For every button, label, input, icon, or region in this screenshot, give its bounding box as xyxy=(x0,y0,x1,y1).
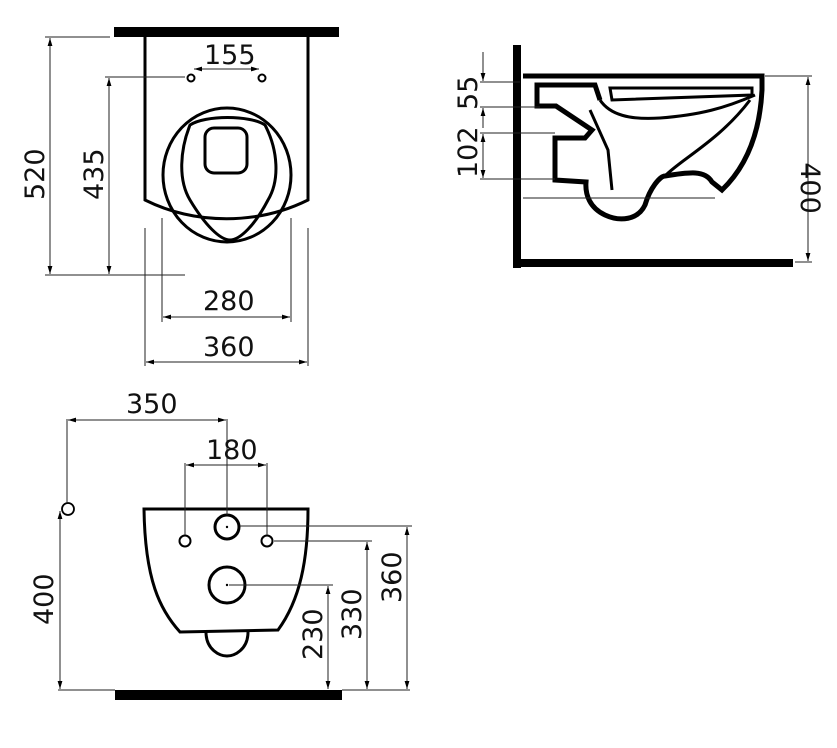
fixing-bolt-right xyxy=(260,534,274,548)
dim-label-155: 155 xyxy=(204,40,256,71)
trap-channel xyxy=(588,109,614,191)
fixing-hole-right xyxy=(257,73,267,83)
bowl-interior xyxy=(598,93,756,120)
dim-label-180: 180 xyxy=(206,435,258,466)
dim-label-55: 55 xyxy=(453,76,484,110)
water-supply-icon xyxy=(61,502,75,516)
dim-label-360: 360 xyxy=(203,332,255,363)
side-view: 55 102 400 xyxy=(453,45,825,268)
rim-shelf xyxy=(608,86,754,102)
rim-outlet xyxy=(203,126,249,175)
dim-label-230: 230 xyxy=(298,608,329,660)
bowl-back-wall xyxy=(663,99,752,178)
seat-ring xyxy=(161,106,293,244)
dim-label-520: 520 xyxy=(20,148,51,200)
floor-front-view xyxy=(115,690,342,700)
front-view: 350 180 400 230 330 360 xyxy=(29,389,412,700)
dim-label-400-side: 400 xyxy=(794,162,825,214)
dim-label-350: 350 xyxy=(126,389,178,420)
dim-label-280: 280 xyxy=(203,286,255,317)
fixing-bolt-left xyxy=(178,534,192,548)
outlet-bump xyxy=(204,631,250,658)
dim-label-400-front: 400 xyxy=(29,573,60,625)
toilet-front-outline xyxy=(142,507,310,634)
toilet-side-profile xyxy=(523,73,765,222)
dim-label-435: 435 xyxy=(79,148,110,200)
dim-label-330: 330 xyxy=(337,588,368,640)
dim-label-360-front: 360 xyxy=(377,551,408,603)
dim-label-102: 102 xyxy=(453,126,484,178)
wall-top-view xyxy=(114,27,339,37)
bowl-inner xyxy=(180,116,278,242)
wall-side-view xyxy=(513,45,521,268)
floor-side-view xyxy=(513,259,793,267)
fixing-hole-left xyxy=(186,73,196,83)
top-view: 155 520 435 280 360 xyxy=(20,27,339,366)
toilet-body-outline xyxy=(143,37,310,221)
